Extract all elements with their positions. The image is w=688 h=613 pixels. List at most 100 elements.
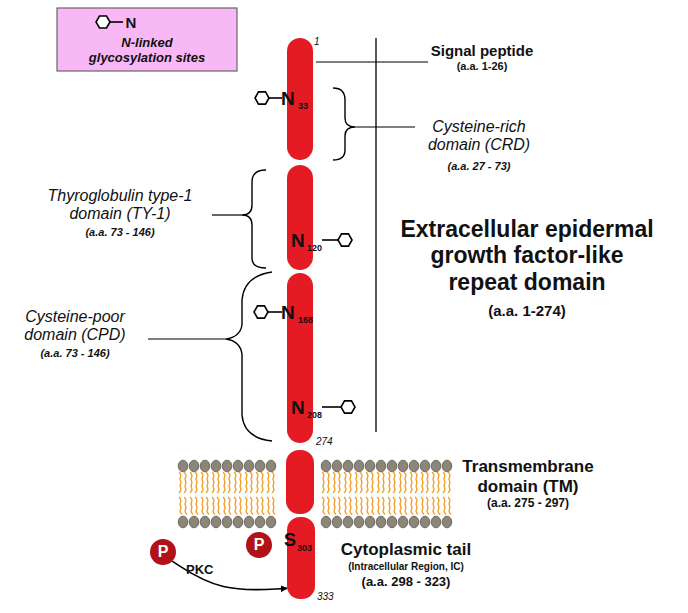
- lipid-tail: [267, 497, 270, 515]
- lipid-head: [200, 516, 210, 528]
- lipid-tail: [366, 497, 369, 515]
- phosphate-circle: P: [246, 532, 272, 558]
- lipid-tail: [322, 497, 325, 515]
- residue-number: 120: [307, 244, 322, 253]
- lipid-head: [332, 460, 342, 472]
- glycosylation-residue: N: [291, 231, 305, 250]
- hexagon-symbol: [338, 234, 352, 246]
- glycosylation-residue: N: [281, 303, 295, 322]
- residue-range: (a.a. 1-26): [417, 60, 547, 73]
- lipid-head: [189, 460, 199, 472]
- residue-number: 33: [298, 102, 308, 111]
- lipid-tail: [448, 497, 451, 515]
- lipid-tail: [184, 497, 187, 515]
- lipid-head: [387, 460, 397, 472]
- region-name: Transmembrane domain (TM): [447, 457, 609, 496]
- lipid-tail: [344, 472, 346, 493]
- phosphorylation-arrow: [172, 561, 287, 590]
- lipid-head: [398, 460, 408, 472]
- lipid-tail: [448, 472, 450, 493]
- lipid-tail: [190, 497, 193, 515]
- symbol-line: [322, 406, 341, 408]
- lipid-head: [376, 460, 386, 472]
- lipid-head: [431, 460, 441, 472]
- lipid-tail: [272, 472, 274, 493]
- leader-line: [148, 338, 226, 339]
- residue-range: (a.a. 73 - 146): [5, 347, 145, 360]
- lipid-tail: [245, 472, 247, 493]
- lipid-tail: [371, 497, 374, 515]
- lipid-tail: [437, 497, 440, 515]
- lipid-tail: [388, 497, 391, 515]
- lipid-head: [233, 460, 243, 472]
- lipid-head: [409, 516, 419, 528]
- phospho-residue: S: [284, 531, 296, 549]
- lipid-tail: [333, 472, 335, 493]
- lipid-tail: [212, 472, 214, 493]
- lipid-bilayer: [178, 460, 452, 528]
- protein-segment: 1N33: [287, 38, 313, 160]
- transmembrane-segment: [286, 450, 314, 514]
- lipid-tail: [404, 497, 407, 515]
- cytoplasmic-segment: S303333: [287, 517, 315, 599]
- lipid-head: [266, 516, 276, 528]
- lipid-tail: [443, 497, 446, 515]
- lipid-tail: [382, 472, 384, 493]
- lipid-tail: [360, 472, 362, 493]
- lipid-tail: [360, 497, 363, 515]
- lipid-head: [222, 460, 232, 472]
- lipid-tail: [234, 472, 236, 493]
- lipid-head: [387, 516, 397, 528]
- lipid-head: [365, 460, 375, 472]
- lipid-tail: [327, 497, 330, 515]
- lipid-head: [431, 516, 441, 528]
- lipid-head: [376, 516, 386, 528]
- residue-range: (a.a. 1-274): [397, 302, 657, 319]
- lipid-tail: [184, 472, 186, 493]
- phosphate-circle: P: [150, 539, 176, 565]
- lipid-head: [178, 516, 188, 528]
- lipid-head: [255, 516, 265, 528]
- lipid-tail: [179, 497, 182, 515]
- lipid-tail: [399, 497, 402, 515]
- symbol-line: [268, 311, 282, 313]
- lipid-head: [321, 460, 331, 472]
- lipid-tail: [190, 472, 192, 493]
- lipid-tail: [250, 472, 252, 493]
- lipid-tail: [349, 497, 352, 515]
- lipid-tail: [393, 472, 395, 493]
- lipid-tail: [426, 497, 429, 515]
- residue-number: 168: [298, 316, 313, 325]
- lipid-tail: [377, 497, 380, 515]
- lipid-tail: [393, 497, 396, 515]
- lipid-tail: [195, 497, 198, 515]
- lipid-tail: [432, 472, 434, 493]
- lipid-head: [244, 460, 254, 472]
- lipid-head: [354, 516, 364, 528]
- lipid-head: [343, 460, 353, 472]
- phosphate-letter: P: [150, 544, 176, 560]
- lipid-tail: [234, 497, 237, 515]
- residue-range: (a.a. 275 - 297): [447, 497, 609, 511]
- lipid-tail: [179, 472, 181, 493]
- residue-range: (a.a. 73 - 146): [30, 226, 210, 239]
- residue-range: (a.a. 27 - 73): [413, 160, 545, 173]
- legend-entry: N-linked glycosylation sites: [82, 36, 212, 66]
- symbol-line: [269, 97, 282, 99]
- lipid-tail: [212, 497, 215, 515]
- lipid-tail: [217, 472, 219, 493]
- residue-number: 1: [314, 37, 320, 47]
- lipid-tail: [355, 472, 357, 493]
- lipid-tail: [432, 497, 435, 515]
- bracket: [226, 272, 272, 441]
- lipid-tail: [415, 497, 418, 515]
- domain-name: Cysteine-poor domain (CPD): [5, 308, 145, 345]
- lipid-tail: [344, 497, 347, 515]
- lipid-head: [332, 516, 342, 528]
- leader-line: [316, 61, 428, 62]
- enzyme-label: PKC: [186, 562, 213, 577]
- region-heading: Extracellular epidermal growth factor-li…: [397, 216, 657, 295]
- lipid-tail: [399, 472, 401, 493]
